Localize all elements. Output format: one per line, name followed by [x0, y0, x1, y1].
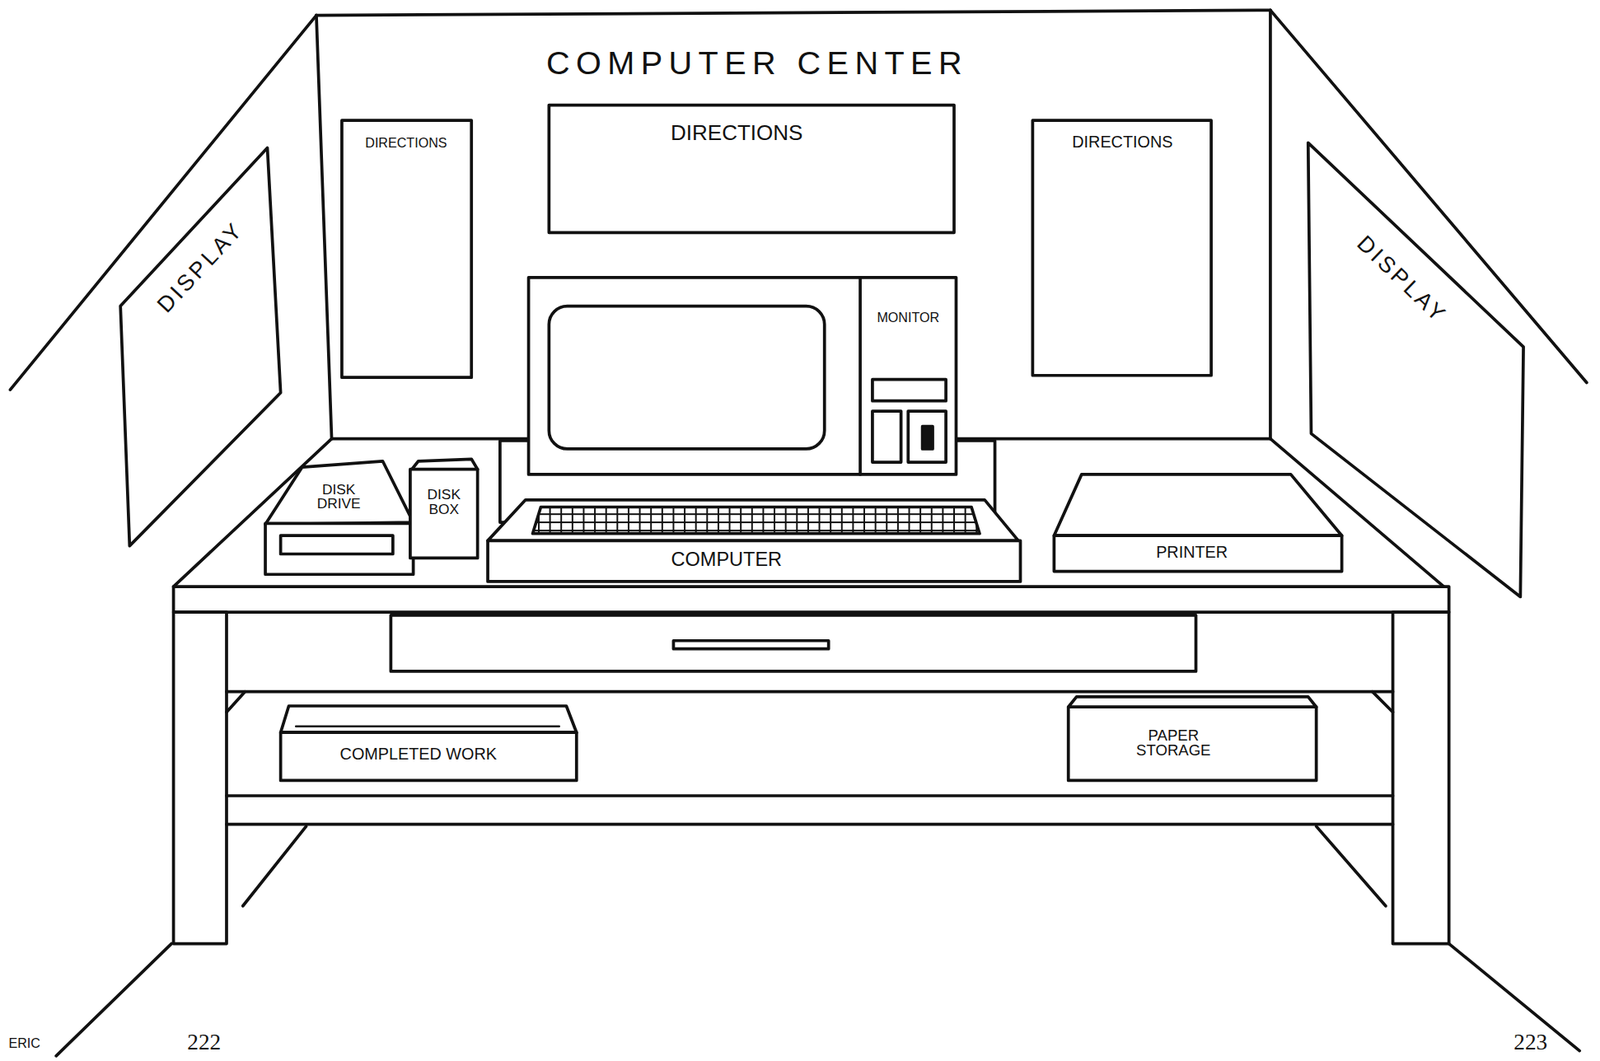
monitor-divider: [858, 277, 862, 475]
directions-board: [548, 105, 955, 234]
monitor-screen: [548, 306, 824, 450]
directions-board: DIRECTIONS: [341, 120, 472, 378]
tray-inner: [295, 725, 560, 728]
directions-board: DIRECTIONS: [1032, 120, 1212, 376]
table-leg: [173, 612, 227, 945]
paper-storage-tray: [1068, 706, 1317, 781]
back-leg: [243, 826, 307, 907]
display-panel: [1308, 142, 1524, 597]
monitor-slot: [872, 379, 946, 402]
shelf-front-bottom: [226, 823, 1394, 827]
floor-line: [56, 944, 172, 1057]
node-label: DIRECTIONS: [1071, 134, 1173, 151]
paper-storage-tray: PAPER STORAGE: [1068, 706, 1317, 781]
node-label: DIRECTIONS: [364, 135, 447, 150]
apron-bottom: [226, 690, 1394, 694]
shelf-side: [226, 692, 245, 713]
back-wall-top: [316, 9, 1271, 15]
drawer-handle: [673, 640, 829, 650]
drawer: [390, 615, 1196, 672]
node-label: MONITOR: [876, 310, 940, 324]
monitor-switch: [922, 426, 933, 450]
keyboard-top: [487, 500, 1019, 542]
node-label: PAPER STORAGE: [1117, 728, 1230, 759]
printer: PRINTER: [1053, 535, 1342, 571]
directions-board: [1032, 120, 1212, 376]
table-leg: [1393, 612, 1450, 945]
directions-board: [341, 120, 472, 378]
back-wall-left-edge: [316, 15, 333, 440]
back-wall-right-edge: [1268, 9, 1273, 439]
node-label: DISPLAY: [1352, 231, 1451, 328]
printer-front: [1053, 535, 1342, 571]
tray-opening: [280, 706, 577, 733]
node-label: COMPLETED WORK: [340, 747, 497, 764]
monitor-case: [528, 277, 957, 475]
printer-top: [1053, 474, 1342, 536]
monitor: MONITOR: [860, 277, 956, 475]
display-panel: [120, 148, 281, 547]
disk-drive-top: [265, 461, 414, 525]
disk-box: DISK BOX: [410, 458, 478, 558]
node-label: DISK BOX: [418, 487, 470, 517]
node-label: DISK DRIVE: [308, 482, 370, 512]
watermark: ERIC: [8, 1036, 40, 1050]
page-number: 222: [187, 1031, 221, 1054]
disk-drive-front: [265, 523, 414, 575]
node-label: PRINTER: [1155, 544, 1228, 562]
disk-drive: DISK DRIVE: [265, 461, 414, 575]
keyboard-keys: [533, 507, 980, 534]
disk-box: [410, 469, 478, 559]
computer: COMPUTER: [487, 540, 1021, 582]
monitor-button: [872, 411, 902, 463]
table-top-front: [173, 586, 1450, 613]
title: COMPUTER CENTER: [546, 46, 969, 80]
completed-work-tray: COMPLETED WORK: [280, 732, 577, 781]
computer-front: [487, 540, 1020, 582]
page-number: 223: [1513, 1031, 1548, 1054]
display-panel: DISPLAY: [1308, 142, 1524, 597]
shelf-front-top: [226, 794, 1394, 798]
node-label: DIRECTIONS: [670, 121, 803, 144]
monitor-button: [907, 411, 946, 463]
node-label: DISPLAY: [152, 217, 248, 317]
directions-board: DIRECTIONS: [548, 105, 955, 234]
disk-drive-slot: [280, 535, 393, 554]
completed-work-tray: [280, 732, 577, 781]
display-panel: DISPLAY: [120, 148, 281, 547]
shelf-side: [1372, 692, 1394, 713]
node-label: COMPUTER: [671, 550, 783, 571]
back-leg: [1316, 826, 1386, 907]
